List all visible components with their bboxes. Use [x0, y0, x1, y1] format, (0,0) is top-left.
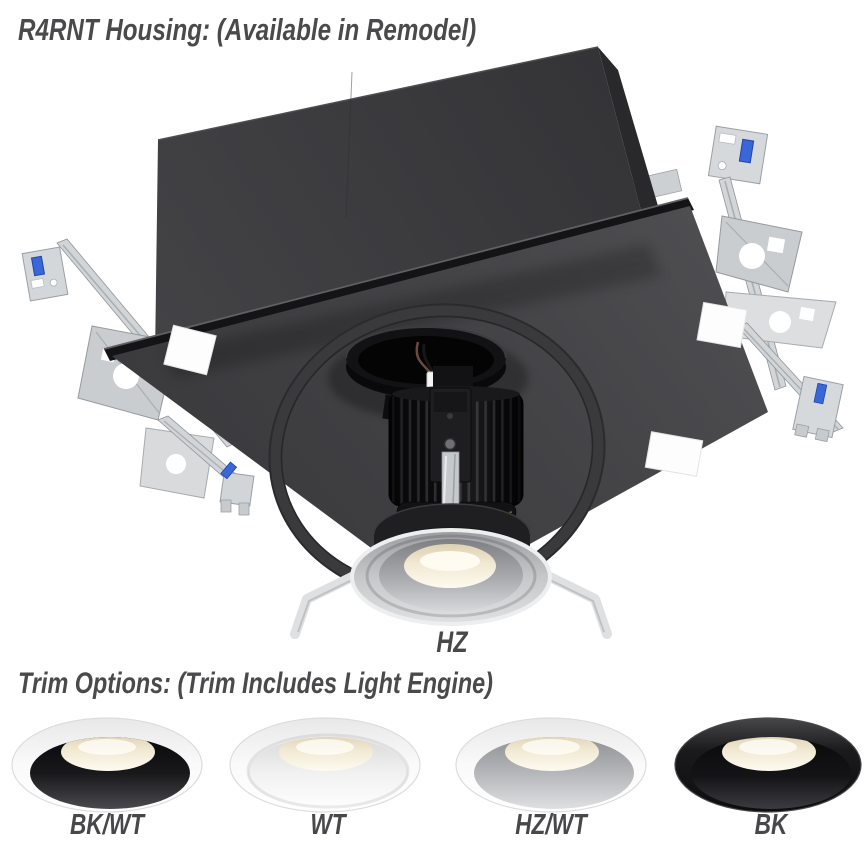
trim-finish-label-hz: HZ — [436, 626, 468, 659]
mounting-tab — [163, 324, 217, 376]
trim-option-label-wt: WT — [310, 809, 346, 841]
trim-option-label-bkwt: BK/WT — [69, 809, 145, 841]
trim-swatch-bk — [674, 717, 862, 813]
hanger-bar-left-lower — [139, 415, 255, 516]
trim-option-label-hzwt: HZ/WT — [515, 809, 587, 841]
screw — [443, 437, 457, 451]
trim-swatch-hzwt — [455, 717, 647, 813]
hanger-bar-right-lower — [736, 322, 844, 443]
trim-swatch-bkwt — [11, 717, 203, 813]
trim-hz — [290, 503, 612, 639]
trim-swatch-wt — [229, 717, 421, 813]
clip-blue — [30, 255, 46, 277]
trim-options-heading: Trim Options: (Trim Includes Light Engin… — [18, 667, 493, 700]
spring-arm-right — [543, 571, 612, 639]
page-title: R4RNT Housing: (Available in Remodel) — [18, 12, 477, 47]
housing-box — [155, 46, 668, 358]
trim-option-label-bk: BK — [754, 809, 788, 841]
clip-blue — [738, 138, 755, 164]
spring-arm-left — [290, 571, 359, 639]
clip-blue — [813, 382, 828, 405]
mounting-tab — [696, 301, 748, 349]
mounting-tab — [644, 431, 704, 477]
clip-blue — [220, 461, 238, 480]
